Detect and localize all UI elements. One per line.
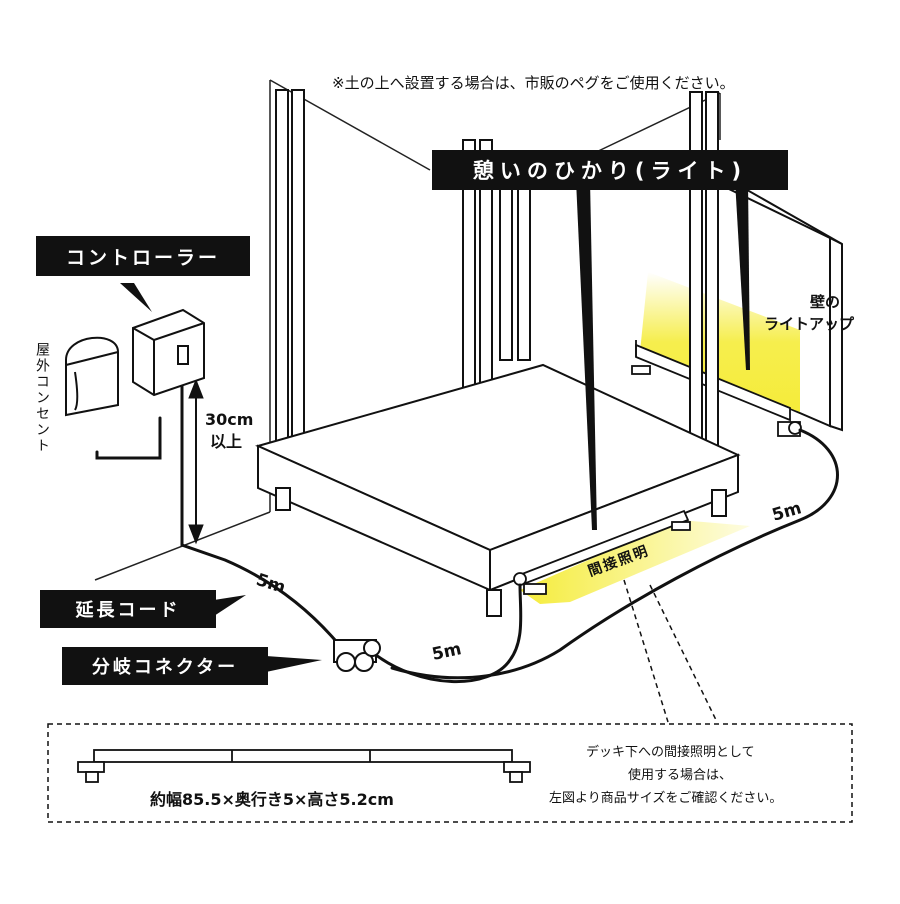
branch-connector-tag: 分岐コネクター xyxy=(62,647,268,685)
height-label-2: 以上 xyxy=(210,432,243,451)
cords xyxy=(95,378,839,684)
light-pointers xyxy=(576,180,750,530)
callout-dashes xyxy=(623,579,718,723)
inset-dimensions: 約幅85.5×奥行き5×高さ5.2cm xyxy=(150,790,394,809)
controller-box xyxy=(132,308,205,397)
outdoor-outlet xyxy=(65,336,119,417)
height-label-1: 30cm xyxy=(205,410,254,429)
inset-product-bar xyxy=(77,749,531,783)
light-title-tag: 憩いのひかり(ライト) xyxy=(432,150,788,190)
deck-light-glow xyxy=(520,520,750,604)
controller-tag: コントローラー xyxy=(36,236,250,276)
wall-lightup-label-1: 壁の xyxy=(810,293,841,311)
inset-note-1: デッキ下への間接照明として xyxy=(586,745,755,760)
inset-box xyxy=(47,723,853,823)
extension-cord-tag: 延長コード xyxy=(40,590,216,628)
deck-platform xyxy=(255,363,741,617)
top-note: ※土の上へ設置する場合は、市販のペグをご使用ください。 xyxy=(332,74,735,92)
wall-lightup-label-2: ライトアップ xyxy=(764,315,855,333)
inset-note-3: 左図より商品サイズをご確認ください。 xyxy=(549,791,783,806)
deck-light-bar xyxy=(513,509,691,595)
wall-light-glow xyxy=(640,272,800,412)
height-arrow xyxy=(188,378,204,545)
outlet-label: 屋外コンセント xyxy=(34,342,50,454)
label-pointers xyxy=(120,283,322,672)
inset-note-2: 使用する場合は、 xyxy=(628,768,733,783)
branch-connector xyxy=(333,639,381,672)
